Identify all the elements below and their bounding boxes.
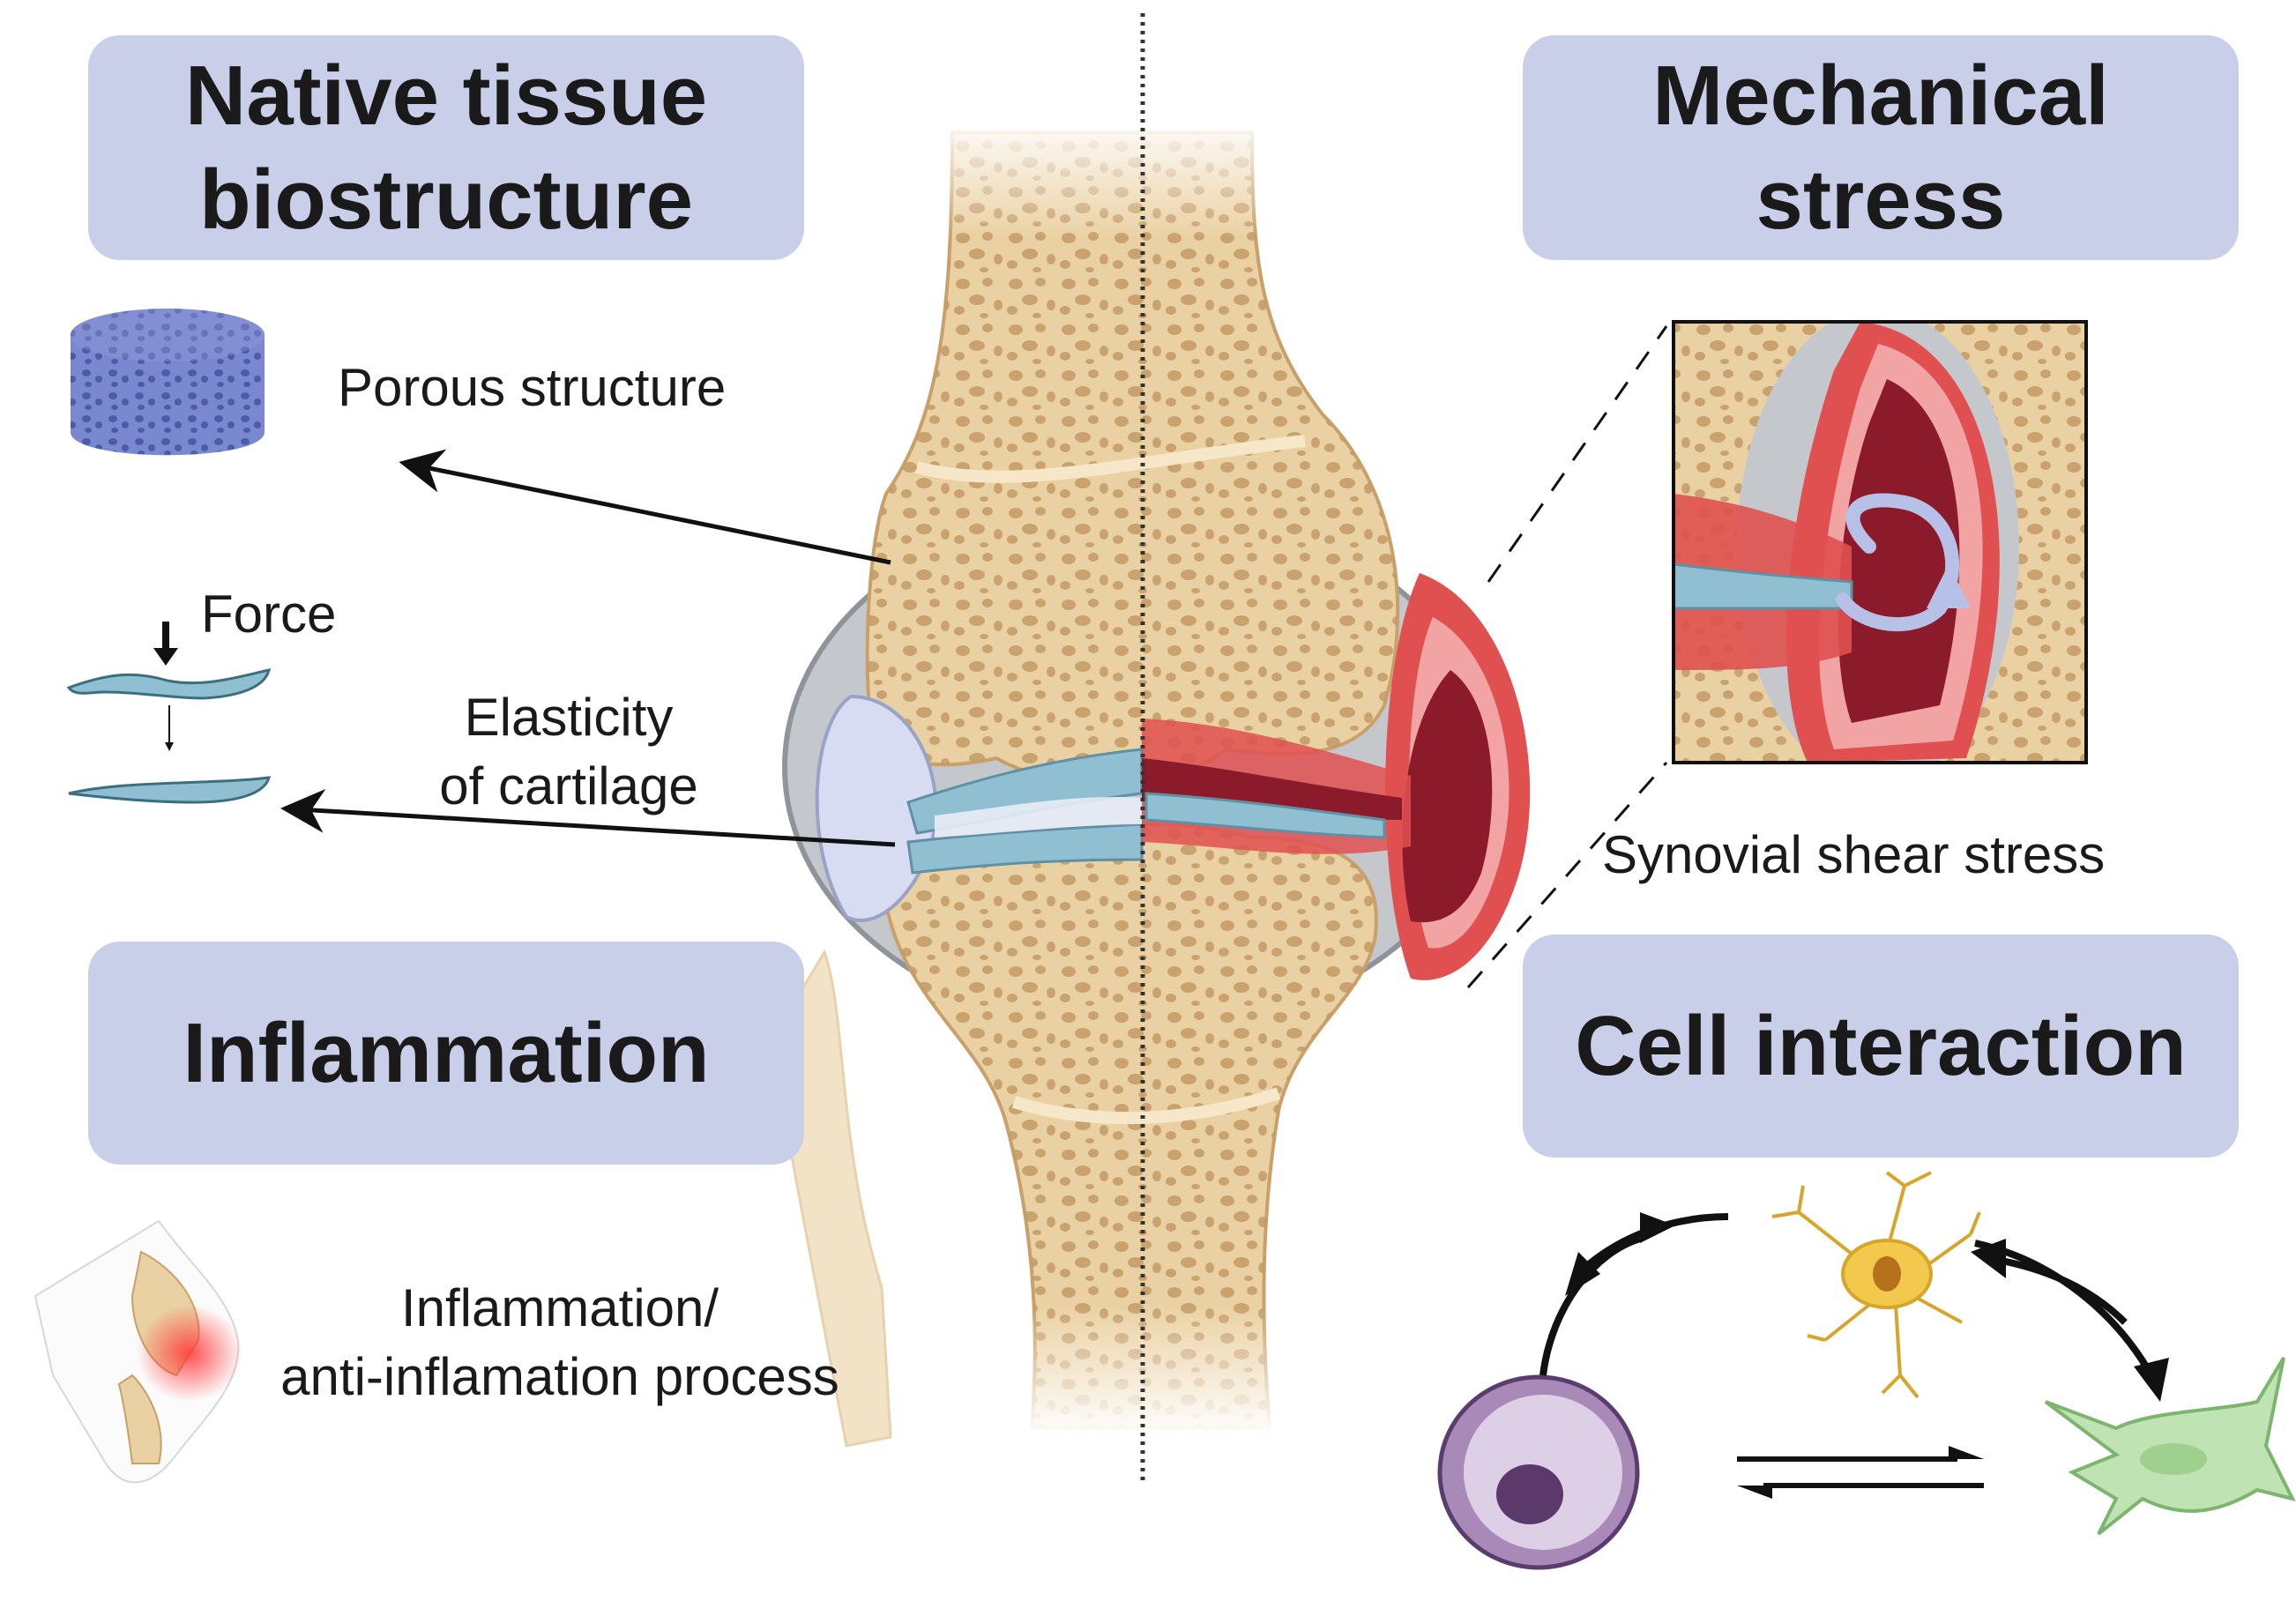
synovial-fluid-healthy [815, 694, 938, 922]
pannus [1402, 670, 1493, 923]
neuron-cell-icon [1771, 1171, 1981, 1399]
label-inflammation-process: Inflammation/ anti-inflamation process [280, 1278, 839, 1406]
label-force: Force [201, 585, 337, 644]
cartilage-strip-icon [66, 667, 272, 700]
synovial-inset [1466, 320, 2088, 988]
porous-scaffold-icon [71, 309, 265, 456]
panel-inflammation-title: Inflammation [183, 1005, 710, 1100]
fibroblast-cell-icon [2044, 1356, 2296, 1536]
force-arrow-icon [153, 622, 178, 751]
panel-cell-interaction-title: Cell interaction [1575, 998, 2187, 1093]
label-elasticity: Elasticity of cartilage [439, 688, 698, 815]
elasticity-arrow [280, 788, 896, 847]
rotation-arrow-icon [1836, 493, 1959, 632]
label-porous-structure: Porous structure [338, 358, 727, 417]
panel-mechanical-stress: Mechanical stress [1523, 35, 2239, 260]
panel-inflammation: Inflammation [88, 942, 804, 1165]
label-synovial-shear-stress: Synovial shear stress [1602, 825, 2106, 884]
panel-mechanical-stress-title: Mechanical stress [1652, 48, 2109, 247]
knee-inflammation-icon [34, 1219, 242, 1484]
panel-native-tissue-title: Native tissue biostructure [184, 48, 708, 247]
porous-arrow [399, 449, 891, 565]
panel-cell-interaction: Cell interaction [1523, 935, 2239, 1158]
macrophage-cell-icon [1437, 1374, 1640, 1570]
panel-native-tissue: Native tissue biostructure [88, 35, 804, 260]
